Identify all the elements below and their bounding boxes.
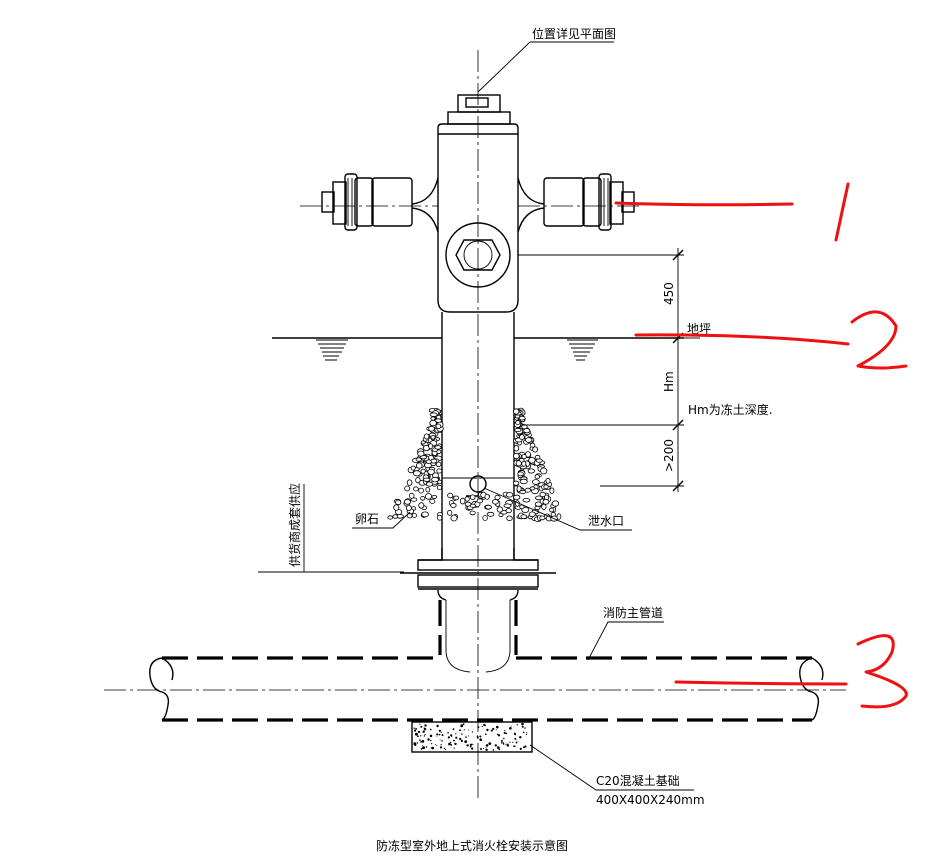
dim-hm: Hm <box>662 371 676 392</box>
location-leader <box>477 41 614 93</box>
dimension-chain <box>518 248 684 492</box>
foundation-leader <box>529 744 694 791</box>
hm-description: Hm为冻土深度. <box>688 402 773 417</box>
location-label: 位置详见平面图 <box>532 26 616 41</box>
dim-200: >200 <box>662 439 676 472</box>
pebble-fill <box>387 407 562 522</box>
ground-level <box>272 337 684 361</box>
left-outlet <box>300 173 438 231</box>
foundation-size: 400X400X240mm <box>596 793 705 807</box>
hydrant-body <box>411 123 545 313</box>
drain-label: 泄水口 <box>588 514 624 528</box>
concrete-foundation <box>411 721 533 753</box>
hydrant-top-cap <box>447 94 511 125</box>
dim-450: 450 <box>662 282 676 305</box>
main-pipe-label: 消防主管道 <box>603 605 663 620</box>
valve-note-label: 供货商成套供应 <box>287 483 302 567</box>
main-pipe <box>104 656 846 722</box>
pebble-leader <box>352 511 411 529</box>
pebble-label: 卵石 <box>355 512 379 526</box>
foundation-label: C20混凝土基础 <box>596 773 680 788</box>
drain-leader <box>483 487 632 531</box>
lower-riser <box>438 600 518 673</box>
flange-joint <box>400 548 556 601</box>
red-annotation-3: 3 <box>674 634 908 709</box>
ground-label: 地坪 <box>687 322 711 336</box>
red-annotation-1: 1 <box>614 182 850 242</box>
red-annotation-2: 2 <box>634 310 908 370</box>
main-pipe-leader <box>587 621 664 661</box>
diagram-title: 防冻型室外地上式消火栓安装示意图 <box>376 838 568 853</box>
